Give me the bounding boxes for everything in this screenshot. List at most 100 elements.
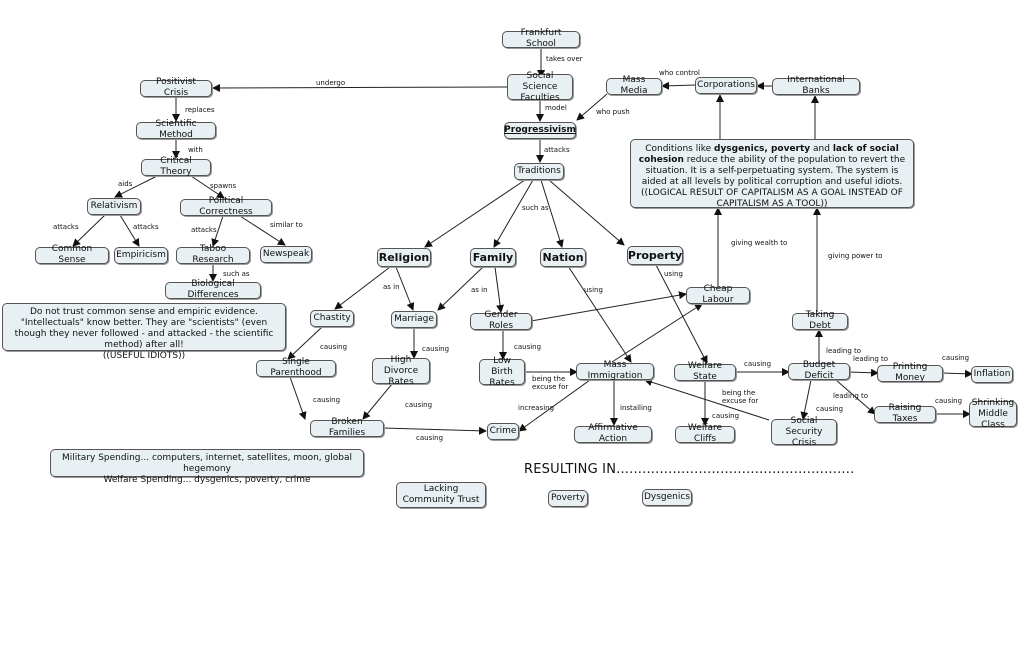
note-conditions: Conditions like dysgenics, poverty and l… bbox=[630, 139, 914, 209]
resulting-in-heading: RESULTING IN............................… bbox=[524, 462, 855, 477]
edge-label: causing bbox=[935, 397, 963, 405]
node-cheaplabour[interactable]: Cheap Labour bbox=[686, 284, 750, 305]
edge-critical-to-relativism bbox=[114, 175, 158, 198]
node-property[interactable]: Property bbox=[627, 245, 683, 265]
edge-massimm-to-crime bbox=[518, 379, 591, 432]
node-welfarecliffs[interactable]: Welfare Cliffs bbox=[675, 423, 735, 444]
edge-property-to-welfarestate bbox=[655, 264, 708, 364]
node-relativism[interactable]: Relativism bbox=[87, 197, 141, 215]
node-corporations[interactable]: Corporations bbox=[695, 76, 757, 94]
edge-label: causing bbox=[744, 360, 772, 368]
node-shrinking[interactable]: Shrinking Middle Class bbox=[969, 398, 1017, 430]
edge-label: causing bbox=[514, 343, 542, 351]
node-positivist[interactable]: Positivist Crisis bbox=[140, 77, 212, 98]
node-highdivorce[interactable]: High Divorce Rates bbox=[372, 355, 430, 387]
node-taboo[interactable]: Taboo Research bbox=[176, 244, 250, 265]
edge-polcorrect-to-newspeak bbox=[239, 215, 286, 246]
node-welfarestate[interactable]: Welfare State bbox=[674, 361, 736, 382]
node-singleparent[interactable]: Single Parenthood bbox=[256, 357, 336, 378]
edge-label: attacks bbox=[53, 223, 79, 231]
node-lowbirth[interactable]: Low Birth Rates bbox=[479, 356, 525, 388]
edge-label: who push bbox=[596, 108, 630, 116]
node-chastity[interactable]: Chastity bbox=[310, 309, 354, 327]
node-critical[interactable]: Critical Theory bbox=[141, 156, 211, 177]
node-brokenfam[interactable]: Broken Families bbox=[310, 417, 384, 438]
edge-label: model bbox=[545, 104, 567, 112]
node-lacking[interactable]: Lacking Community Trust bbox=[396, 482, 486, 508]
edge-traditions-to-religion bbox=[424, 179, 526, 248]
edge-label: causing bbox=[942, 354, 970, 362]
edge-highdivorce-to-brokenfam bbox=[362, 383, 393, 420]
edge-label: attacks bbox=[191, 226, 217, 234]
edge-label: leading to bbox=[833, 392, 869, 400]
edge-label: replaces bbox=[185, 106, 215, 114]
edge-label: causing bbox=[416, 434, 444, 442]
note-bold: dysgenics, poverty bbox=[714, 144, 811, 154]
node-religion[interactable]: Religion bbox=[377, 247, 431, 267]
node-newspeak[interactable]: Newspeak bbox=[260, 245, 312, 263]
edge-label: attacks bbox=[544, 146, 570, 154]
note-spending: Military Spending... computers, internet… bbox=[50, 449, 364, 485]
node-affirmative[interactable]: Affirmative Action bbox=[574, 423, 652, 444]
node-crime[interactable]: Crime bbox=[487, 422, 519, 440]
node-socialsec[interactable]: Social Security Crisis bbox=[771, 416, 837, 448]
edge-label: aids bbox=[118, 180, 133, 188]
edge-polcorrect-to-taboo bbox=[211, 215, 224, 247]
edge-critical-to-polcorrect bbox=[190, 175, 225, 199]
edge-label: increasing bbox=[518, 404, 555, 412]
edge-label: spawns bbox=[210, 182, 237, 190]
node-biodiff[interactable]: Biological Differences bbox=[165, 279, 261, 300]
node-commonsense[interactable]: Common Sense bbox=[35, 244, 109, 265]
node-nation[interactable]: Nation bbox=[540, 247, 586, 267]
node-family[interactable]: Family bbox=[470, 247, 516, 267]
edge-budgetdeficit-to-raisingtaxes bbox=[835, 379, 876, 415]
node-raisingtaxes[interactable]: Raising Taxes bbox=[874, 403, 936, 424]
edge-label: causing bbox=[422, 345, 450, 353]
edge-budgetdeficit-to-printing bbox=[848, 368, 879, 377]
note-bold: lack of social cohesion bbox=[638, 144, 899, 165]
node-massmedia[interactable]: Mass Media bbox=[606, 75, 662, 96]
edge-massmedia-to-progressivism bbox=[576, 93, 608, 121]
node-poverty[interactable]: Poverty bbox=[548, 489, 588, 507]
node-progressivism[interactable]: Progressivism bbox=[504, 121, 576, 139]
edge-traditions-to-family bbox=[493, 179, 534, 248]
node-traditions[interactable]: Traditions bbox=[514, 162, 564, 180]
node-marriage[interactable]: Marriage bbox=[391, 310, 437, 328]
note-text: ((LOGICAL RESULT OF CAPITALISM AS A GOAL… bbox=[641, 188, 903, 209]
edge-ssf-to-positivist bbox=[212, 83, 508, 92]
edge-label: causing bbox=[816, 405, 844, 413]
node-inflation[interactable]: Inflation bbox=[971, 365, 1013, 383]
node-polcorrect[interactable]: Political Correctness bbox=[180, 196, 272, 217]
edge-genderroles-to-cheaplabour bbox=[530, 291, 687, 322]
node-genderroles[interactable]: Gender Roles bbox=[470, 310, 532, 331]
edge-label: giving wealth to bbox=[731, 239, 788, 247]
note-text: Conditions like bbox=[645, 144, 714, 154]
edge-label: using bbox=[664, 270, 683, 278]
edge-massimm-to-cheaplabour bbox=[611, 303, 703, 363]
edge-brokenfam-to-crime bbox=[382, 426, 487, 435]
node-printing[interactable]: Printing Money bbox=[877, 362, 943, 383]
edge-label: such as bbox=[223, 270, 250, 278]
note-line: Do not trust common sense and empiric ev… bbox=[30, 307, 258, 317]
edge-family-to-marriage bbox=[437, 266, 484, 311]
note-line: ((USEFUL IDIOTS)) bbox=[102, 351, 186, 361]
edge-singleparent-to-brokenfam bbox=[289, 376, 307, 420]
node-dysgenics[interactable]: Dysgenics bbox=[642, 488, 692, 506]
note-text: and bbox=[810, 144, 833, 154]
node-ssf[interactable]: Social Science Faculties bbox=[507, 71, 573, 103]
node-massimm[interactable]: Mass Immigration bbox=[576, 360, 654, 381]
edge-label: giving power to bbox=[828, 252, 883, 260]
edge-label: with bbox=[188, 146, 203, 154]
edge-label: causing bbox=[405, 401, 433, 409]
node-frankfurt[interactable]: Frankfurt School bbox=[502, 28, 580, 49]
node-takingdebt[interactable]: Taking Debt bbox=[792, 310, 848, 331]
edge-label: similar to bbox=[270, 221, 303, 229]
edge-corporations-to-massmedia bbox=[661, 81, 697, 90]
node-budgetdeficit[interactable]: Budget Deficit bbox=[788, 360, 850, 381]
node-empiricism[interactable]: Empiricism bbox=[114, 246, 168, 264]
edge-budgetdeficit-to-socialsec bbox=[800, 379, 812, 420]
node-scimethod[interactable]: Scientific Method bbox=[136, 119, 216, 140]
node-intlbanks[interactable]: International Banks bbox=[772, 75, 860, 96]
